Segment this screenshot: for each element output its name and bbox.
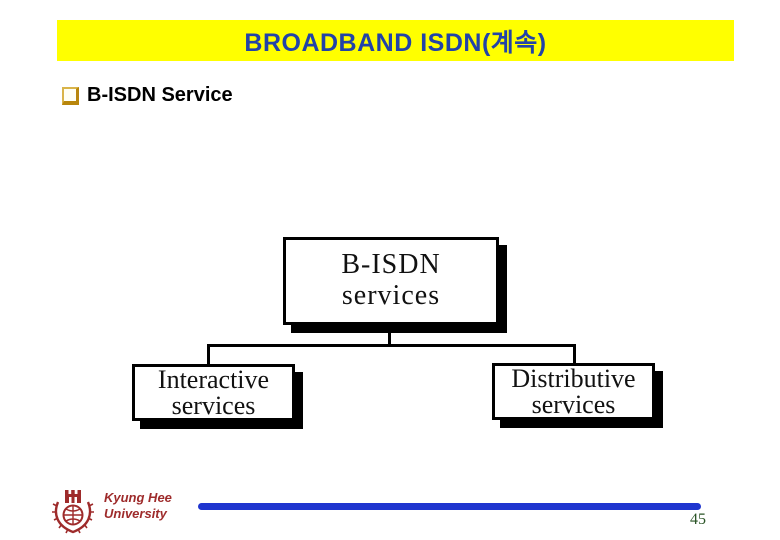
institution-name: Kyung Hee University	[104, 490, 172, 521]
diagram-node-bisdn-services: B-ISDN services	[283, 237, 499, 325]
node-label-line: Interactive	[157, 364, 270, 394]
institution-line1: Kyung Hee	[104, 490, 172, 505]
institution-line2: University	[104, 505, 167, 521]
node-label-line: services	[341, 280, 441, 311]
node-label-line: Distributive	[511, 363, 636, 393]
bullet-row: B-ISDN Service	[62, 84, 233, 107]
connector-drop-left	[207, 344, 210, 366]
connector-root-stub	[388, 323, 391, 347]
square-bullet-icon	[62, 86, 79, 105]
slide-title: BROADBAND ISDN(계속)	[244, 28, 547, 57]
connector-drop-right	[573, 344, 576, 365]
node-label-line: B-ISDN	[341, 249, 441, 281]
slide-title-bar: BROADBAND ISDN(계속)	[57, 20, 734, 61]
node-label-line: services	[171, 390, 256, 420]
node-label-line: services	[531, 389, 616, 419]
diagram-node-distributive-services: Distributive services	[492, 363, 655, 420]
diagram-node-interactive-services: Interactive services	[132, 364, 295, 421]
bullet-label: B-ISDN Service	[87, 84, 233, 106]
university-emblem-icon	[52, 490, 94, 534]
connector-horizontal	[207, 344, 576, 347]
footer-rule	[198, 503, 701, 510]
page-number: 45	[690, 511, 706, 528]
